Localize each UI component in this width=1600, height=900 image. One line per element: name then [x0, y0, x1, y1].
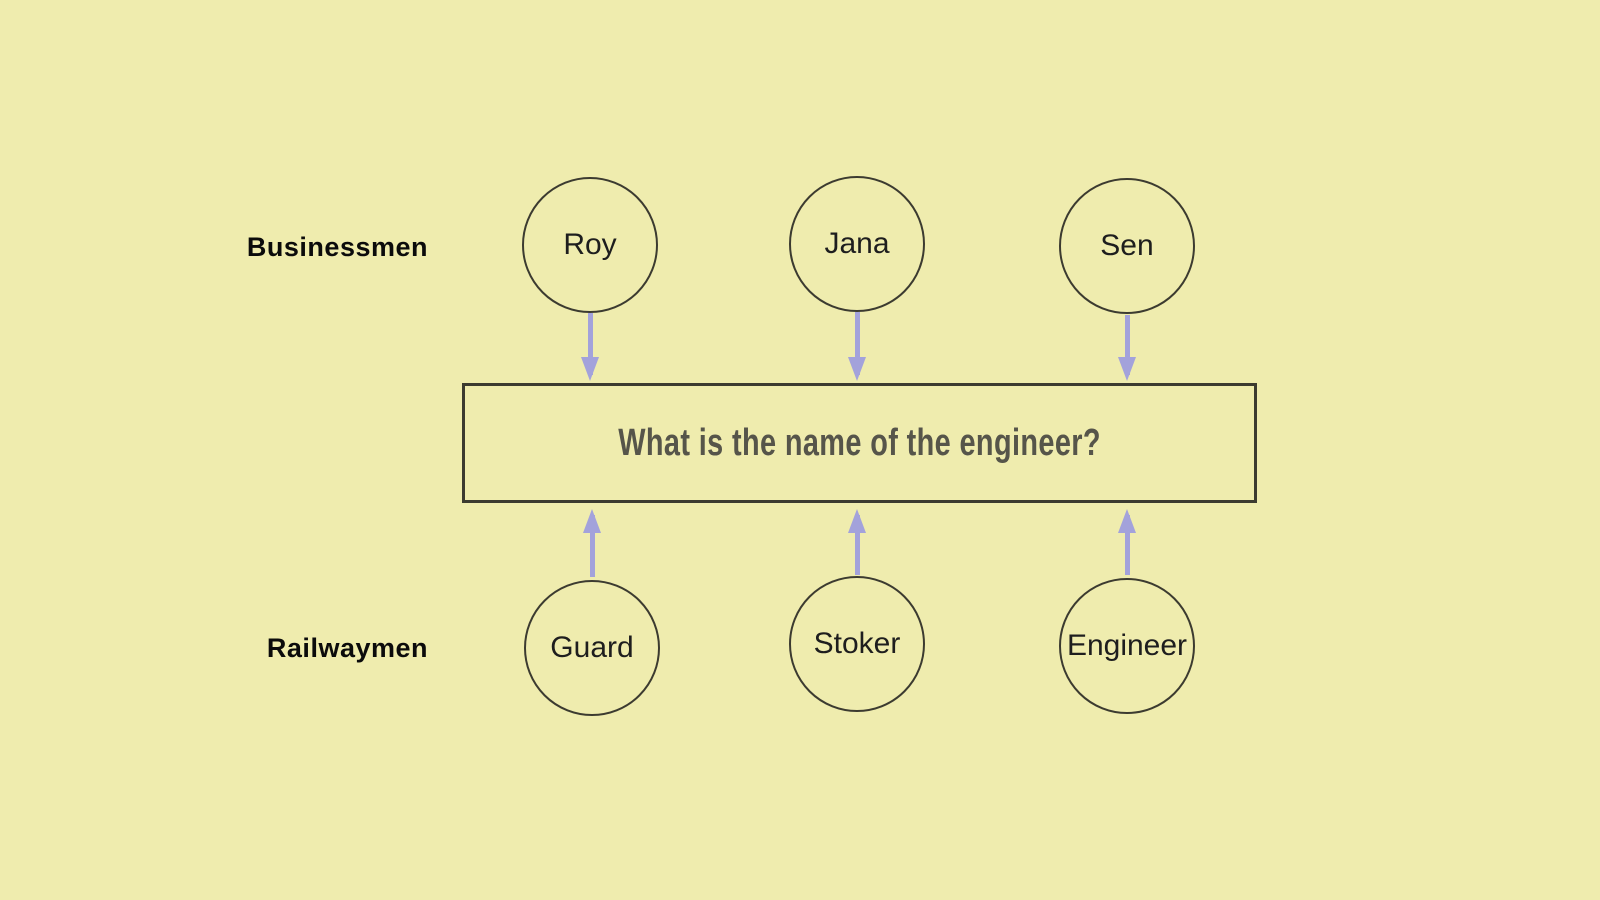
arrow-jana-to-question [848, 312, 866, 381]
arrow-shaft [1124, 515, 1130, 575]
arrow-shaft [587, 313, 593, 375]
arrow-engineer-to-question [1118, 509, 1136, 575]
businessmen-group-label: Businessmen [246, 232, 428, 262]
node-roy: Roy [522, 177, 658, 313]
node-stoker: Stoker [789, 576, 925, 712]
arrow-down-icon [581, 357, 599, 381]
arrow-sen-to-question [1118, 315, 1136, 381]
node-stoker-label: Stoker [813, 627, 901, 660]
node-jana-label: Jana [824, 227, 890, 260]
node-guard-label: Guard [550, 631, 634, 664]
arrow-down-icon [1118, 357, 1136, 381]
railwaymen-group-label: Railwaymen [266, 633, 428, 663]
arrow-shaft [854, 515, 860, 575]
question-text: What is the name of the engineer? [618, 421, 1101, 464]
arrow-stoker-to-question [848, 509, 866, 575]
arrow-guard-to-question [583, 509, 601, 577]
question-box: What is the name of the engineer? [462, 383, 1257, 503]
node-roy-label: Roy [563, 228, 617, 261]
arrow-shaft [854, 312, 860, 375]
node-sen: Sen [1059, 178, 1195, 314]
node-guard: Guard [524, 580, 660, 716]
node-engineer: Engineer [1059, 578, 1195, 714]
node-engineer-label: Engineer [1066, 629, 1188, 662]
arrow-down-icon [848, 357, 866, 381]
arrow-roy-to-question [581, 313, 599, 381]
node-sen-label: Sen [1100, 229, 1154, 262]
node-jana: Jana [789, 176, 925, 312]
arrow-shaft [589, 515, 595, 577]
arrow-shaft [1124, 315, 1130, 375]
